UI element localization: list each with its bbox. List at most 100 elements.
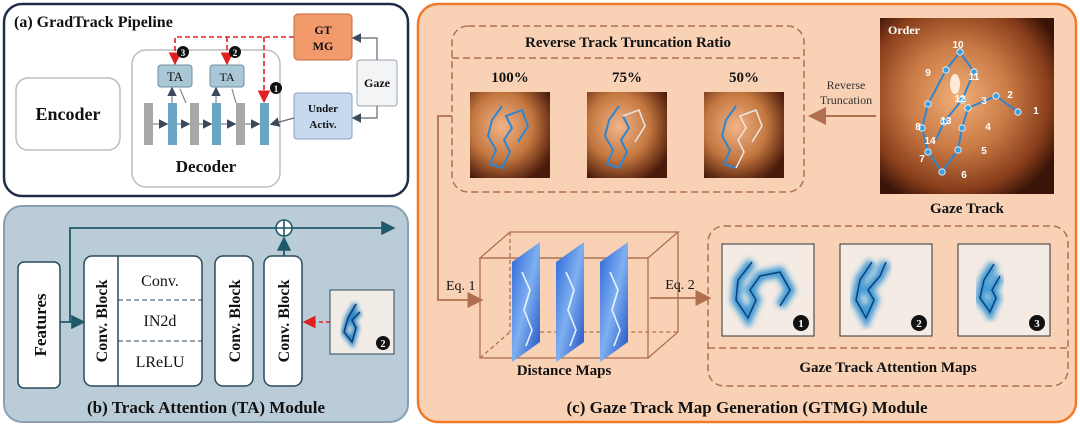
track-point-3 (964, 104, 972, 112)
track-point-12 (970, 68, 978, 76)
gaze-track-label: Gaze Track (930, 201, 1005, 217)
thumb-50 (704, 92, 784, 178)
gtmg-box (293, 13, 353, 61)
track-number-9: 9 (925, 68, 931, 79)
track-point-7 (924, 148, 932, 156)
pct-50: 50% (729, 70, 759, 86)
panel-a: (a) GradTrack Pipeline Encoder Decoder T… (2, 2, 410, 198)
track-point-4 (958, 124, 966, 132)
ta-label-1: TA (167, 69, 184, 84)
marker-1: 1 (274, 84, 279, 94)
op-conv: Conv. (141, 273, 179, 290)
conv-block-2 (214, 255, 254, 387)
attention-marker-3: 3 (1034, 318, 1040, 330)
encoder-label: Encoder (36, 104, 101, 124)
track-number-12: 12 (954, 94, 966, 105)
track-point-6 (938, 168, 946, 176)
truncation-group (451, 25, 805, 193)
gaze-label: Gaze (364, 76, 391, 90)
marker-2: 2 (233, 48, 238, 58)
decoder-label: Decoder (176, 157, 237, 176)
track-number-5: 5 (981, 146, 987, 157)
track-point-13 (958, 96, 966, 104)
thumb-100 (470, 92, 550, 178)
attention-map-2 (839, 243, 933, 337)
eq1-label: Eq. 1 (446, 279, 476, 294)
op-in2d: IN2d (144, 313, 177, 330)
map-marker: 2 (381, 339, 386, 350)
panel-c-title: (c) Gaze Track Map Generation (GTMG) Mod… (566, 398, 927, 417)
decoder-bar-gray-1 (144, 103, 153, 145)
marker-3: 3 (181, 48, 186, 58)
track-point-10 (942, 66, 950, 74)
track-number-3: 3 (981, 96, 987, 107)
pct-75: 75% (612, 70, 642, 86)
under-label-line2: Activ. (309, 119, 336, 131)
pct-100: 100% (491, 70, 529, 86)
thumb-75 (587, 92, 667, 178)
panel-c: (c) Gaze Track Map Generation (GTMG) Mod… (416, 2, 1078, 424)
track-point-2 (992, 92, 1000, 100)
marker-1-circle (270, 82, 282, 94)
track-number-11: 11 (969, 72, 980, 83)
features-label: Features (31, 293, 50, 356)
gtmg-label-line2: MG (313, 39, 334, 53)
attention-map-3 (957, 243, 1051, 337)
track-point-14 (940, 118, 948, 126)
track-number-2: 2 (1007, 90, 1013, 101)
under-label-line1: Under (308, 103, 338, 115)
panel-b: (b) Track Attention (TA) Module Features… (3, 205, 409, 423)
attention-marker-2: 2 (916, 318, 922, 330)
panel-a-title: (a) GradTrack Pipeline (14, 14, 173, 31)
decoder-flow-arrows (153, 86, 261, 129)
decoder-bar-3 (260, 103, 269, 145)
panel-b-arrows (60, 220, 396, 330)
track-number-14: 14 (924, 136, 936, 147)
track-number-10: 10 (952, 40, 964, 51)
track-number-8: 8 (915, 122, 921, 133)
track-point-8 (918, 124, 926, 132)
decoder-bar-gray-3 (236, 103, 245, 145)
marker-3-circle (177, 46, 189, 58)
attention-marker-1: 1 (798, 318, 804, 330)
track-number-13: 13 (940, 116, 952, 127)
track-number-6: 6 (961, 170, 967, 181)
distance-maps-cube (478, 231, 680, 362)
ta-label-2: TA (219, 70, 234, 84)
features-box (17, 261, 61, 389)
decoder-bar-gray-2 (190, 103, 199, 145)
eq1-arrow (437, 115, 484, 309)
red-dashed-feedback (168, 36, 294, 104)
attention-map-1 (721, 243, 815, 337)
ratio-title: Reverse Track Truncation Ratio (525, 35, 731, 51)
distance-maps-label: Distance Maps (517, 363, 612, 379)
encoder-box (15, 77, 121, 151)
conv-block-2-label: Conv. Block (227, 280, 244, 363)
track-number-4: 4 (985, 122, 991, 133)
track-point-9 (924, 100, 932, 108)
track-point-5 (954, 146, 962, 154)
op-lrelu: LReLU (136, 354, 185, 371)
decoder-bar-1 (168, 103, 177, 145)
reverse-label-line1: Reverse (827, 78, 866, 92)
conv-block-3 (263, 255, 303, 387)
attention-maps-label: Gaze Track Attention Maps (799, 360, 977, 376)
conv-block-1-label: Conv. Block (94, 280, 111, 363)
track-point-1 (1014, 108, 1022, 116)
marker-2-circle (229, 46, 241, 58)
gtmg-label-line1: GT (314, 23, 331, 37)
decoder-bar-2 (212, 103, 221, 145)
map-marker-circle (376, 336, 390, 350)
track-point-11 (956, 48, 964, 56)
panel-b-title: (b) Track Attention (TA) Module (87, 398, 325, 417)
order-label: Order (888, 23, 921, 37)
under-activ-box (293, 92, 353, 140)
reverse-label-line2: Truncation (820, 93, 872, 107)
track-number-1: 1 (1033, 106, 1039, 117)
conv-block-3-label: Conv. Block (276, 280, 293, 363)
gaze-connections (269, 33, 378, 127)
